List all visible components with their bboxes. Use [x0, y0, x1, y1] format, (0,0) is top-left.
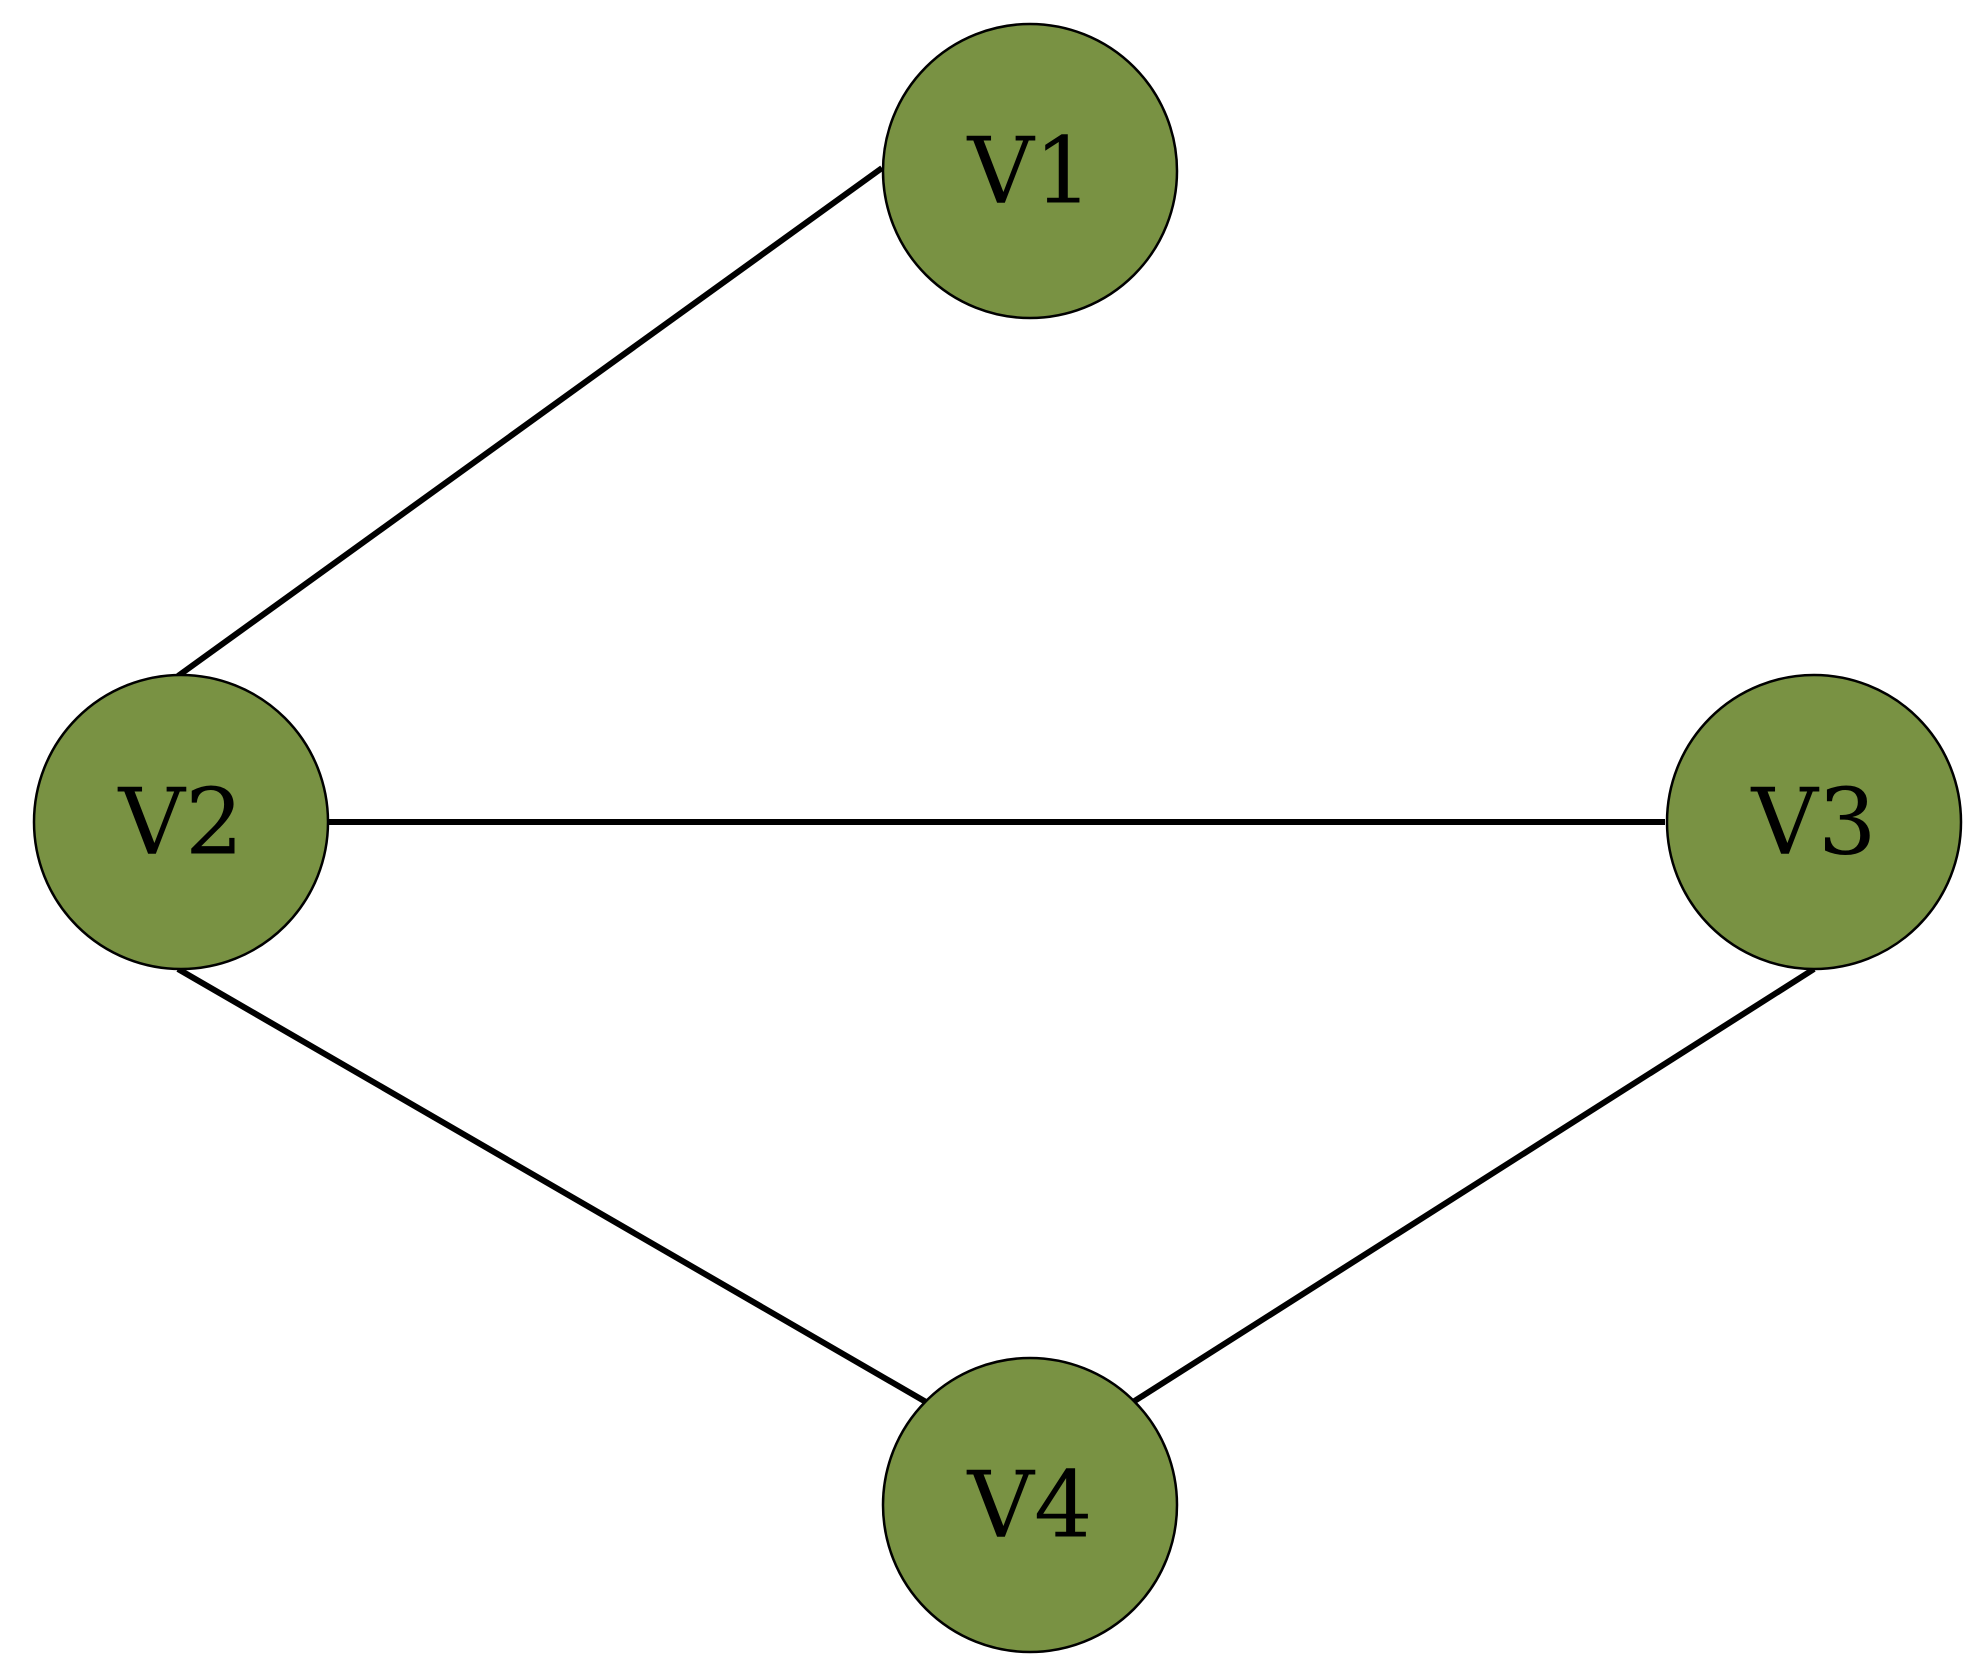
node-v2-label: V2 [118, 769, 244, 876]
node-v4-label: V4 [967, 1452, 1093, 1559]
edge-v2-v4 [176, 966, 928, 1405]
node-v3-circle [1665, 673, 1963, 971]
node-v1-circle [881, 22, 1179, 320]
node-v3-label: V3 [1751, 769, 1877, 876]
edge-v1-v2 [176, 165, 884, 679]
node-v4: V4 [881, 1356, 1179, 1654]
node-v2-circle [32, 673, 330, 971]
node-v1-label: V1 [967, 118, 1093, 225]
edge-v3-v4 [1131, 966, 1816, 1405]
node-v4-circle [881, 1356, 1179, 1654]
node-v2: V2 [32, 673, 330, 971]
node-v1: V1 [881, 22, 1179, 320]
node-v3: V3 [1665, 673, 1963, 971]
